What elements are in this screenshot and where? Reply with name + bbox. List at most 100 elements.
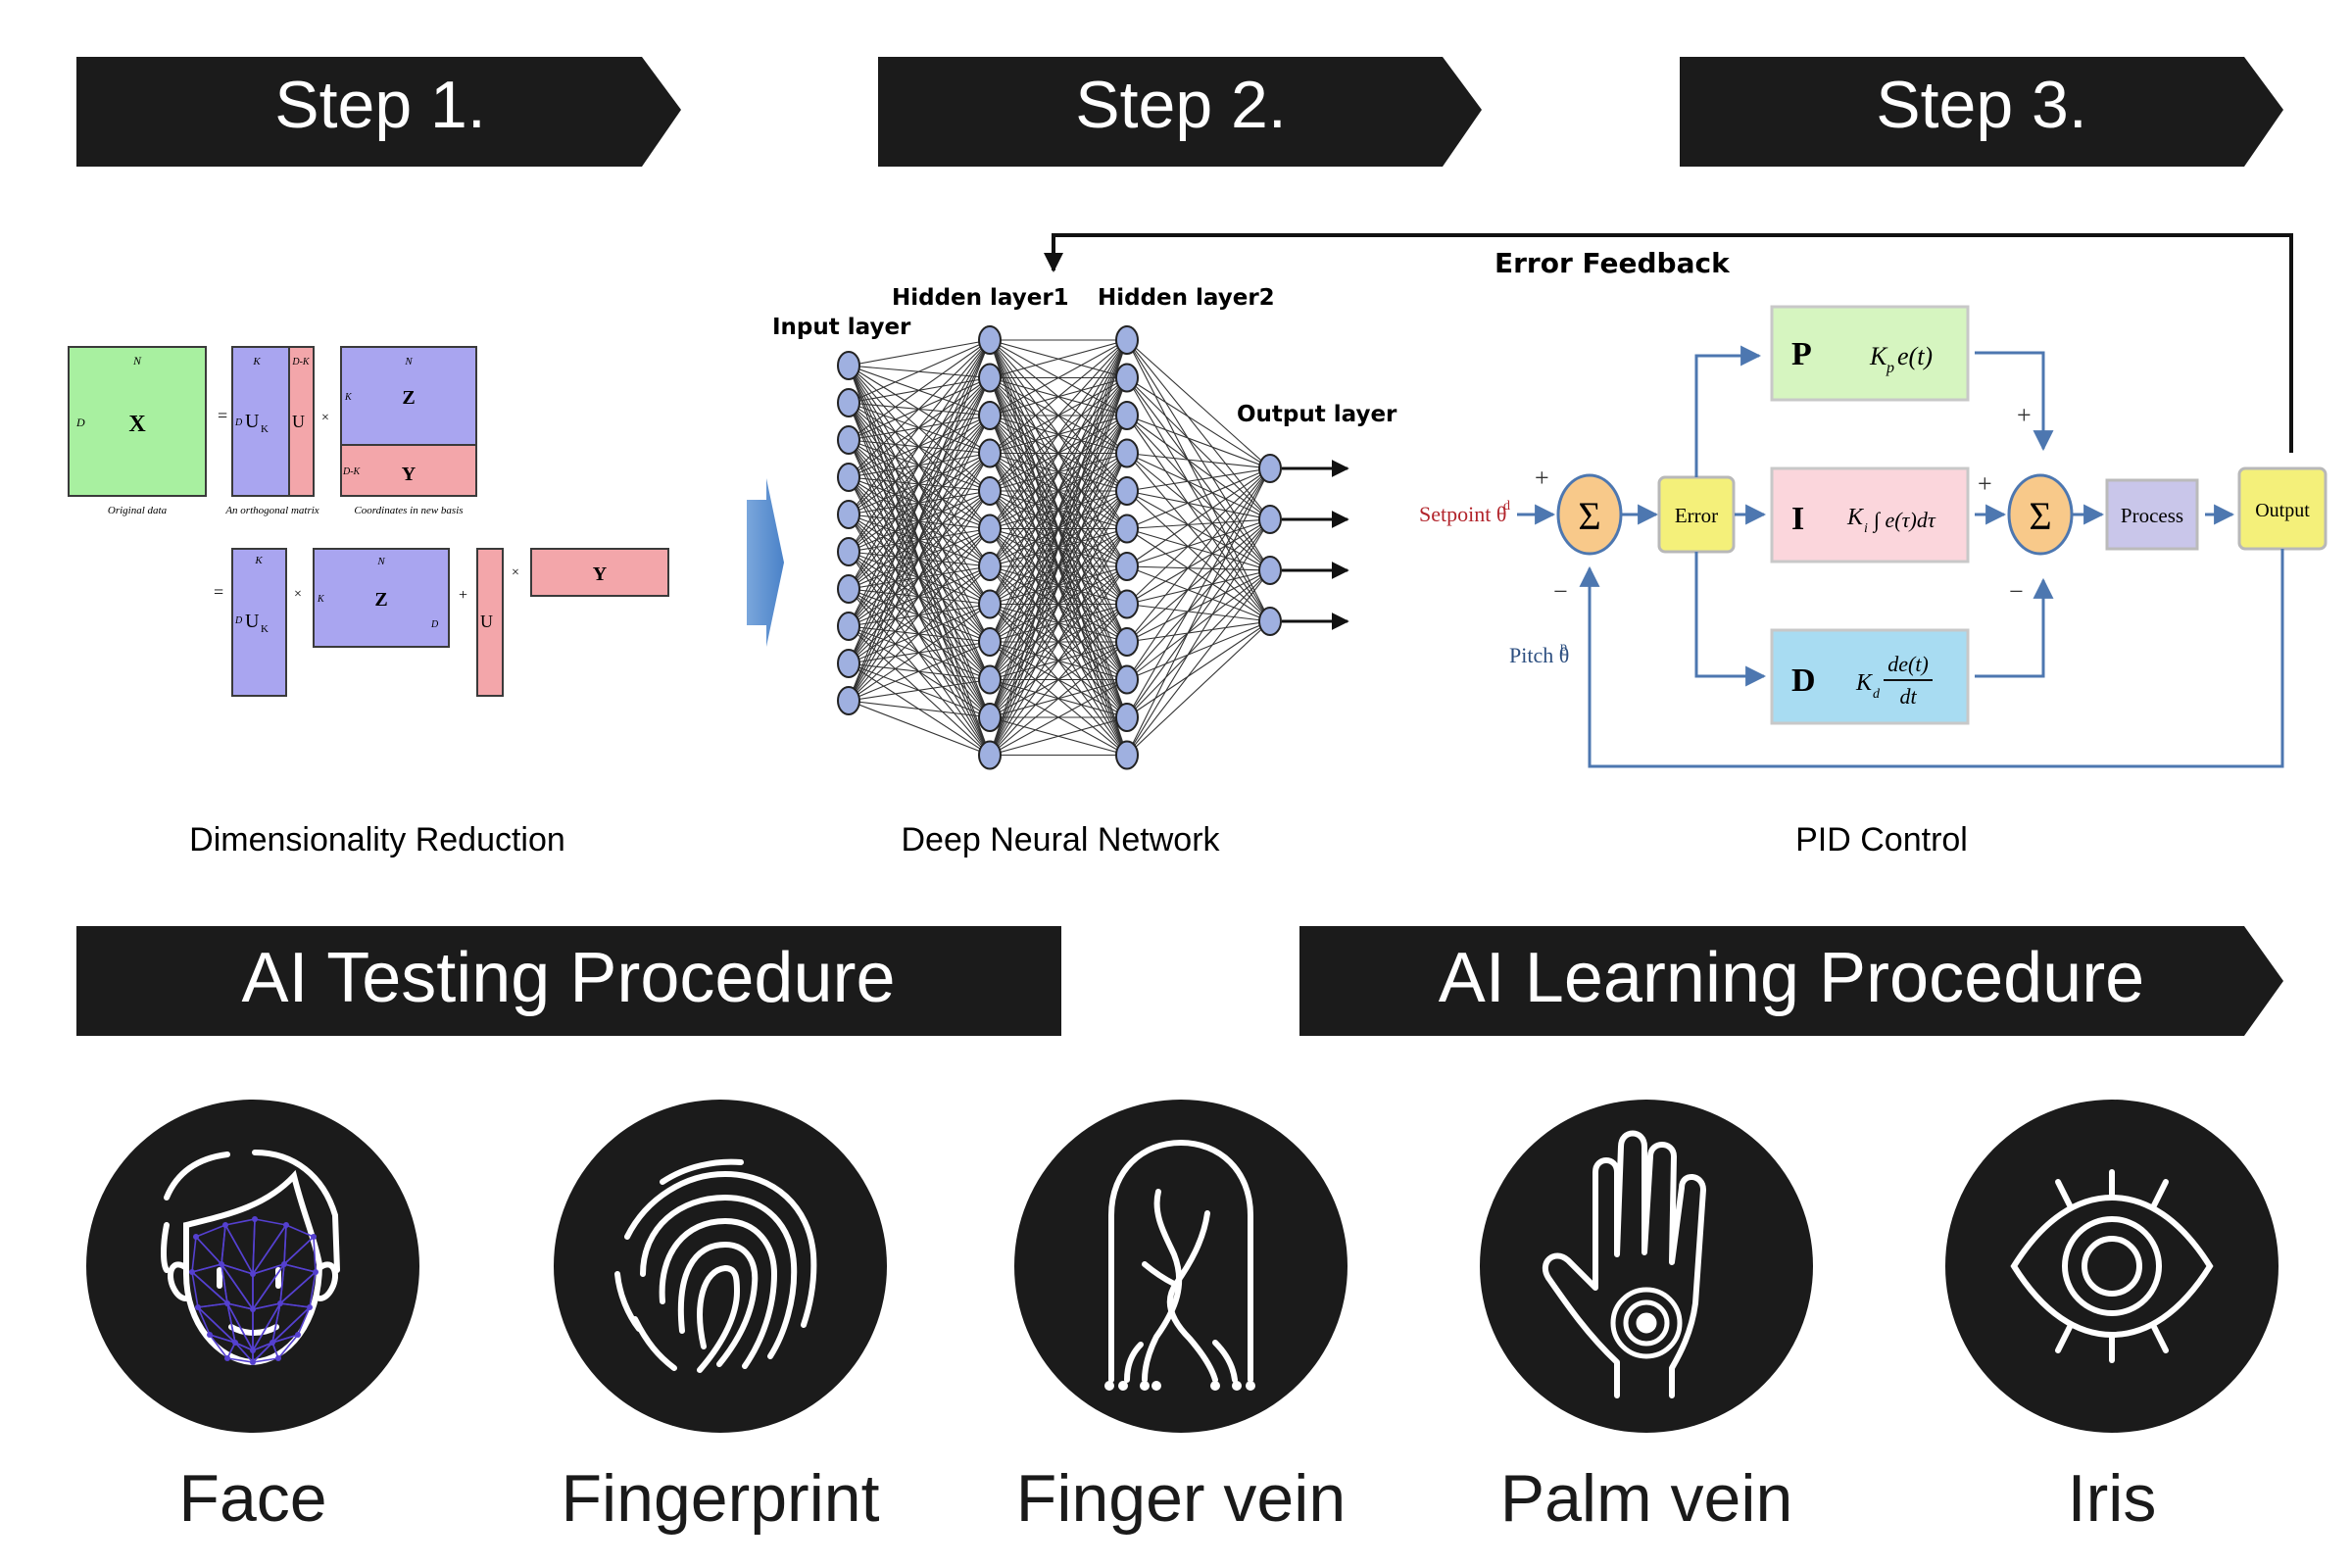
times-3: × bbox=[512, 565, 519, 580]
nn-node bbox=[837, 351, 860, 380]
y-label-2: Y bbox=[593, 564, 608, 585]
face-mesh-point bbox=[224, 1355, 230, 1361]
nn-node bbox=[1258, 556, 1282, 585]
nn-edge bbox=[848, 700, 991, 757]
nn-node bbox=[978, 703, 1002, 732]
y-label-1: Y bbox=[402, 464, 416, 485]
finger-vein-icon bbox=[1108, 1139, 1253, 1383]
nn-output-arrows bbox=[1282, 460, 1349, 630]
biometric-label-palm-vein: Palm vein bbox=[1500, 1461, 1793, 1536]
nn-edge bbox=[989, 453, 1128, 756]
matrix-y-1 bbox=[340, 444, 477, 497]
nn-edge bbox=[1126, 339, 1271, 469]
nn-edge bbox=[1126, 518, 1271, 530]
nn-node bbox=[837, 388, 860, 417]
nn-edge bbox=[1126, 569, 1271, 606]
face-mesh-point bbox=[219, 1261, 224, 1267]
biometric-fingerprint: Fingerprint bbox=[554, 1100, 887, 1536]
matrix-uk-hat-2 bbox=[476, 548, 504, 697]
matrix-z-2 bbox=[313, 548, 450, 648]
nn-edge bbox=[1126, 415, 1271, 571]
nn-node bbox=[978, 401, 1002, 430]
nn-node bbox=[837, 574, 860, 604]
sum-node-1-label: Σ bbox=[1578, 494, 1600, 538]
biometric-face: Face bbox=[86, 1100, 419, 1536]
testing-procedure-banner: AI Testing Procedure bbox=[76, 926, 1061, 1036]
nn-edge bbox=[989, 339, 1128, 529]
nn-edge bbox=[1126, 467, 1271, 605]
nn-edge bbox=[1126, 467, 1271, 756]
nn-node bbox=[1115, 325, 1139, 355]
face-mesh-point bbox=[207, 1332, 213, 1338]
palm-vein-icon-circle bbox=[1480, 1100, 1813, 1433]
biometric-iris: Iris bbox=[1945, 1100, 2278, 1536]
nn-edge bbox=[989, 339, 1128, 643]
nn-node bbox=[1258, 607, 1282, 636]
nn-node bbox=[1115, 703, 1139, 732]
nn-edge bbox=[848, 339, 991, 404]
i-formula-k: K bbox=[1846, 505, 1865, 530]
d-block-label: D bbox=[1791, 662, 1816, 699]
z-label-2: Z bbox=[374, 589, 387, 611]
sum2-plus-top: + bbox=[2017, 401, 2032, 429]
i-block-label: I bbox=[1791, 501, 1804, 537]
nn-node bbox=[1115, 476, 1139, 506]
face-mesh-point bbox=[195, 1304, 201, 1310]
nn-edge bbox=[1126, 620, 1271, 681]
nn-edge bbox=[1126, 490, 1271, 571]
nn-edge bbox=[848, 490, 991, 702]
nn-edge bbox=[1126, 518, 1271, 718]
error-feedback-label: Error Feedback bbox=[1494, 247, 1731, 279]
nn-edge bbox=[989, 339, 1128, 416]
nn-node bbox=[1115, 627, 1139, 657]
nn-edge bbox=[848, 528, 991, 702]
uk-sub-2: K bbox=[261, 623, 269, 635]
nn-edge bbox=[1126, 377, 1271, 469]
nn-edge bbox=[989, 339, 1128, 454]
iris-icon bbox=[2010, 1169, 2214, 1363]
nn-edge bbox=[1126, 467, 1271, 530]
svd-diagram: X N D Original data = U K U K D-K D An o… bbox=[68, 346, 669, 697]
nn-node bbox=[837, 612, 860, 641]
nn-edge bbox=[1126, 620, 1271, 756]
nn-node bbox=[1115, 438, 1139, 468]
p-block bbox=[1770, 305, 1970, 402]
face-mesh-point bbox=[270, 1340, 275, 1346]
nn-edge bbox=[1126, 467, 1271, 567]
nn-node bbox=[978, 363, 1002, 393]
output-layer-label: Output layer bbox=[1237, 402, 1397, 427]
biometric-label-iris: Iris bbox=[2068, 1461, 2157, 1536]
nn-edge bbox=[1126, 415, 1271, 622]
biometric-finger-vein: Finger vein bbox=[1014, 1100, 1348, 1536]
nn-node bbox=[978, 552, 1002, 581]
dim-n-3: N bbox=[376, 556, 385, 567]
caption-pid-control: PID Control bbox=[1795, 821, 1968, 858]
nn-edge bbox=[1126, 569, 1271, 718]
nn-node bbox=[1115, 514, 1139, 544]
nn-edge bbox=[1126, 569, 1271, 756]
step-2-label: Step 2. bbox=[1075, 68, 1287, 142]
matrix-uk-2 bbox=[231, 548, 287, 697]
nn-edge bbox=[1126, 339, 1271, 622]
dim-dk-1: D-K bbox=[291, 357, 311, 368]
matrix-x bbox=[68, 346, 207, 497]
nn-node bbox=[837, 649, 860, 678]
neural-network: Input layer Hidden layer1 Hidden layer2 … bbox=[772, 285, 1397, 770]
dim-k-1: K bbox=[252, 356, 261, 368]
branch-d-arrow bbox=[1694, 552, 1767, 687]
big-arrow bbox=[747, 478, 784, 647]
pitch-label: Pitch θ bbox=[1509, 643, 1569, 667]
dim-d-2: D bbox=[234, 417, 243, 428]
nn-edge bbox=[848, 339, 991, 367]
sum1-plus: + bbox=[1535, 464, 1549, 492]
sum2-plus-left: + bbox=[1978, 469, 1992, 498]
face-mesh-point bbox=[250, 1348, 256, 1353]
branch-p-arrow bbox=[1694, 345, 1762, 477]
nn-node bbox=[1115, 589, 1139, 619]
nn-edge bbox=[1126, 518, 1271, 605]
face-mesh-point bbox=[281, 1261, 287, 1267]
nn-node bbox=[1115, 552, 1139, 581]
nn-node bbox=[978, 438, 1002, 468]
nn-node bbox=[1115, 740, 1139, 770]
face-mesh-point bbox=[313, 1269, 318, 1275]
